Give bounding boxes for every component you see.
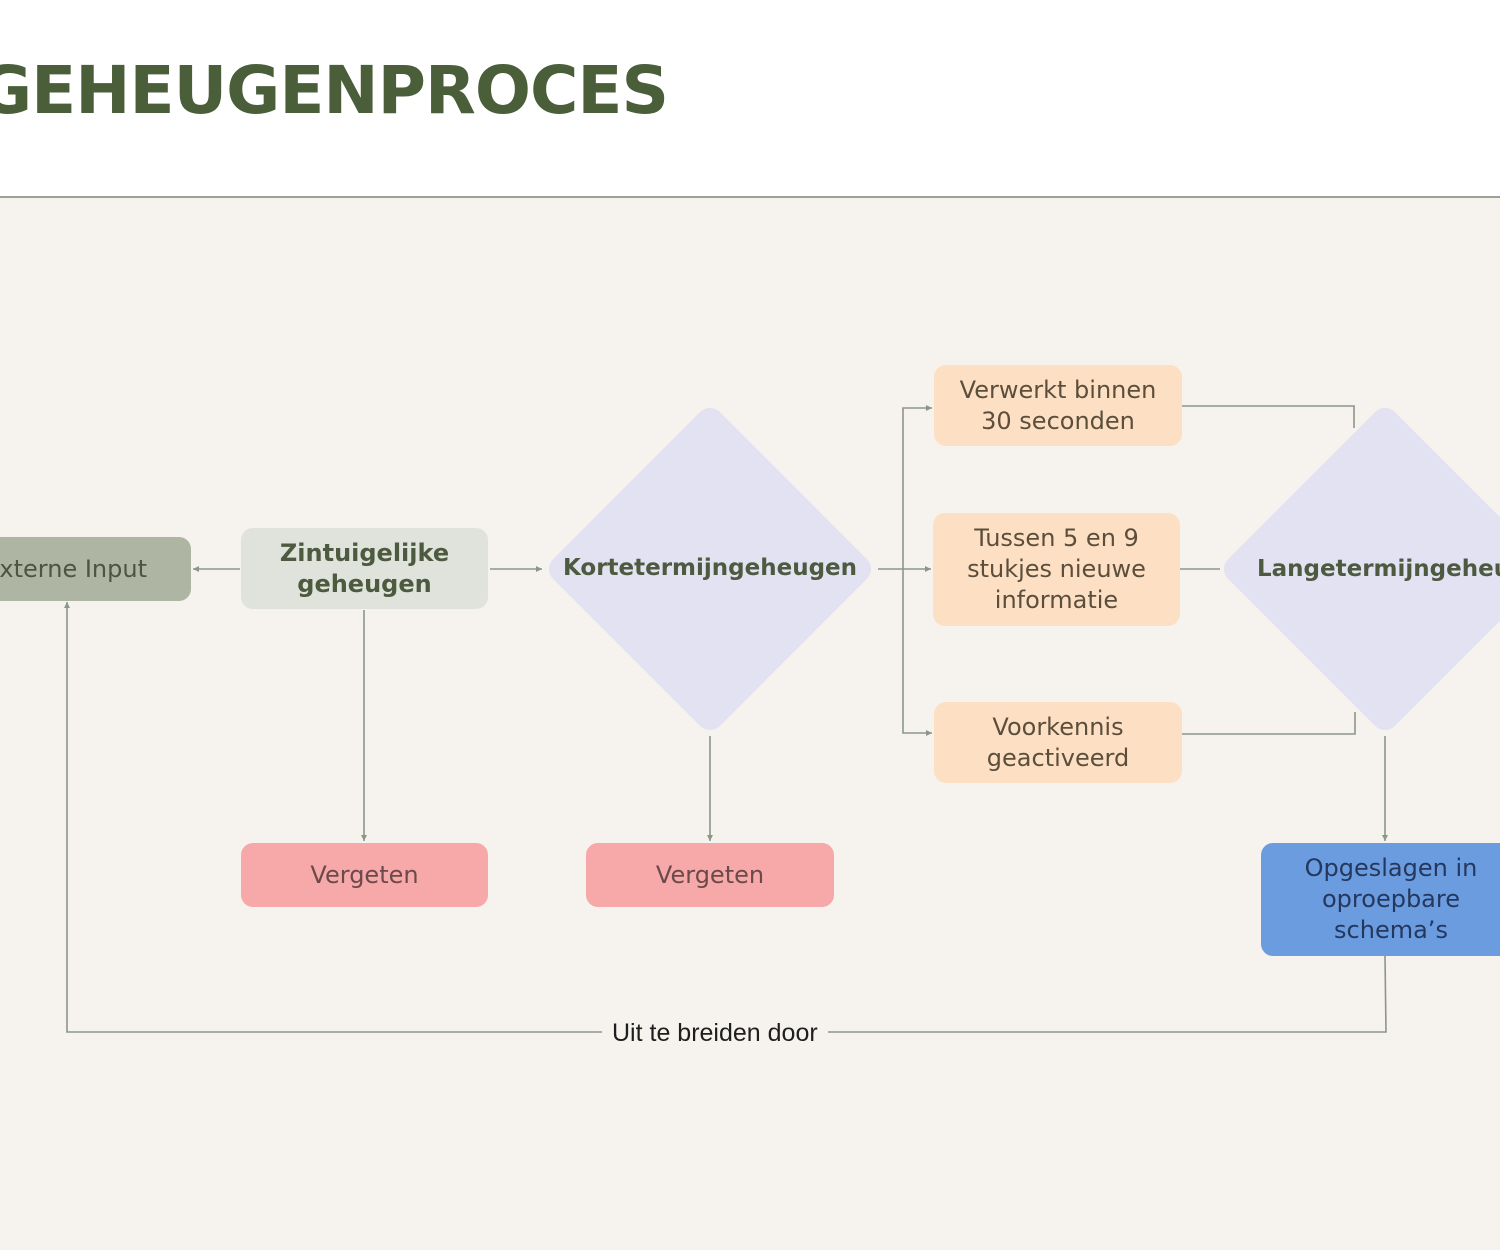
node-zintuigelijke-label: Zintuigelijke geheugen [279,538,450,598]
node-tussen: Tussen 5 en 9 stukjes nieuwe informatie [933,513,1180,626]
page-title: GEHEUGENPROCES [0,52,669,129]
node-opgeslagen-label: Opgeslagen in oproepbare schema’s [1304,854,1478,944]
edge-voorkennis-to-lang [1182,712,1356,735]
node-voorkennis: Voorkennis geactiveerd [934,702,1182,783]
node-verwerkt: Verwerkt binnen 30 seconden [934,365,1182,446]
node-vergeten-2: Vergeten [586,843,834,907]
node-tussen-label: Tussen 5 en 9 stukjes nieuwe informatie [967,524,1146,614]
edge-label-uit-te-breiden: Uit te breiden door [602,1016,828,1050]
node-vergeten-1: Vergeten [241,843,488,907]
node-externe-input-label: Externe Input [0,554,147,583]
node-langetermijn-label: Langetermijngeheugen [1257,556,1500,582]
node-verwerkt-label: Verwerkt binnen 30 seconden [959,375,1157,435]
edge-branch-to-verwerkt [902,405,932,569]
edge-branch-to-voorkennis [902,569,932,736]
edge-verwerkt-to-lang [1182,405,1355,428]
node-kortetermijn-label: Kortetermijngeheugen [562,555,858,581]
node-externe-input: Externe Input [0,537,191,601]
node-opgeslagen: Opgeslagen in oproepbare schema’s [1261,843,1500,956]
node-vergeten-2-label: Vergeten [655,860,765,889]
header: GEHEUGENPROCES [0,0,1500,198]
node-zintuigelijke-geheugen: Zintuigelijke geheugen [241,528,488,609]
node-vergeten-1-label: Vergeten [310,860,419,889]
node-voorkennis-label: Voorkennis geactiveerd [986,712,1130,772]
diagram-canvas [0,198,1500,1250]
